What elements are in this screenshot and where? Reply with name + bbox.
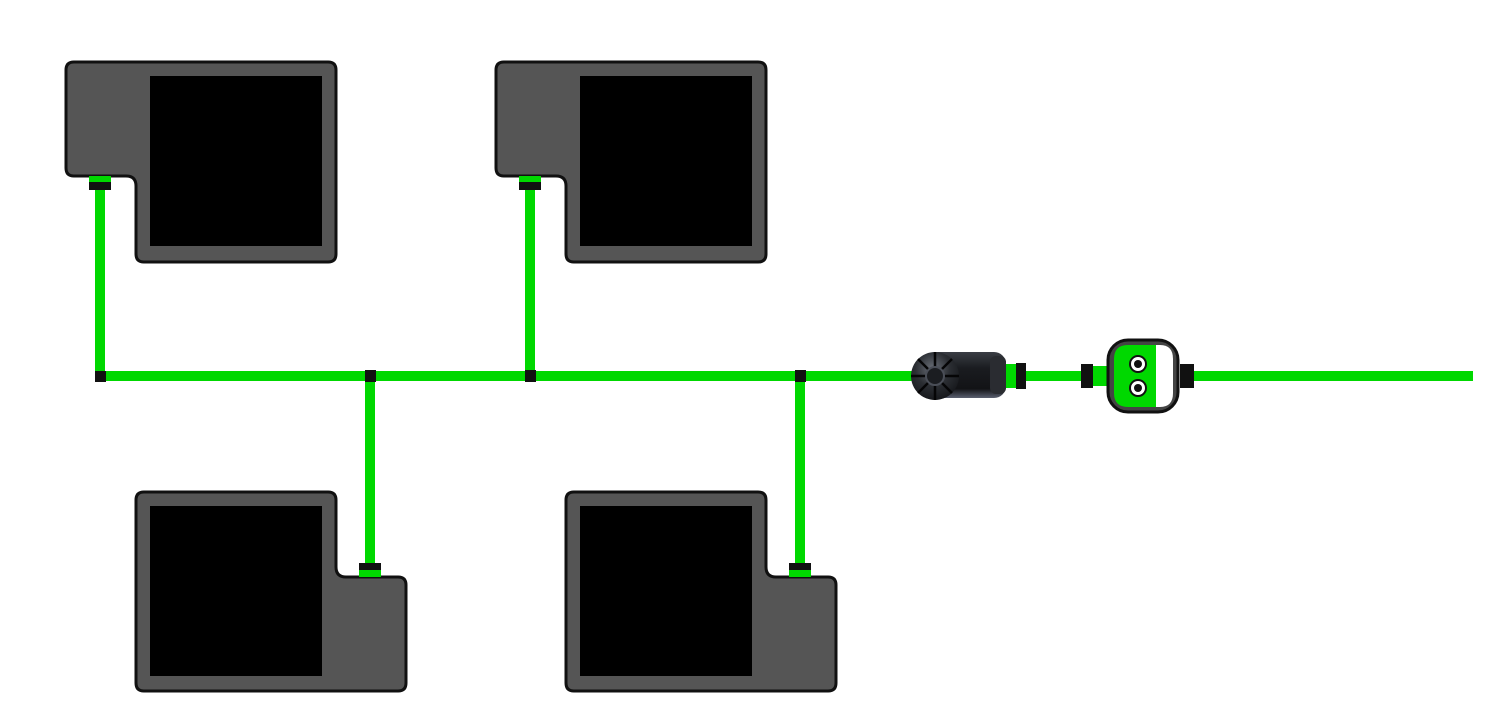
- tray-bottom-middle: [564, 490, 838, 693]
- tray-inner: [150, 506, 322, 676]
- tray-inlets: [89, 176, 811, 577]
- tray-top-left: [64, 60, 338, 264]
- inlet-connector: [519, 176, 541, 190]
- inlet-connector: [89, 176, 111, 190]
- tray-top-middle: [494, 60, 768, 264]
- water-timer-icon: [1081, 338, 1194, 414]
- pipe-junctions: [95, 370, 806, 382]
- tray-inner: [150, 76, 322, 246]
- tee-junction: [795, 370, 806, 382]
- tee-junction: [365, 370, 376, 382]
- inlet-connector: [359, 563, 381, 577]
- inlet-connector: [789, 563, 811, 577]
- elbow-junction: [95, 371, 106, 382]
- tray-bottom-left: [134, 490, 408, 693]
- filter-icon: [911, 352, 1026, 400]
- tray-inner: [580, 76, 752, 246]
- tee-junction: [525, 370, 536, 382]
- pipes: [95, 182, 1473, 572]
- tray-inner: [580, 506, 752, 676]
